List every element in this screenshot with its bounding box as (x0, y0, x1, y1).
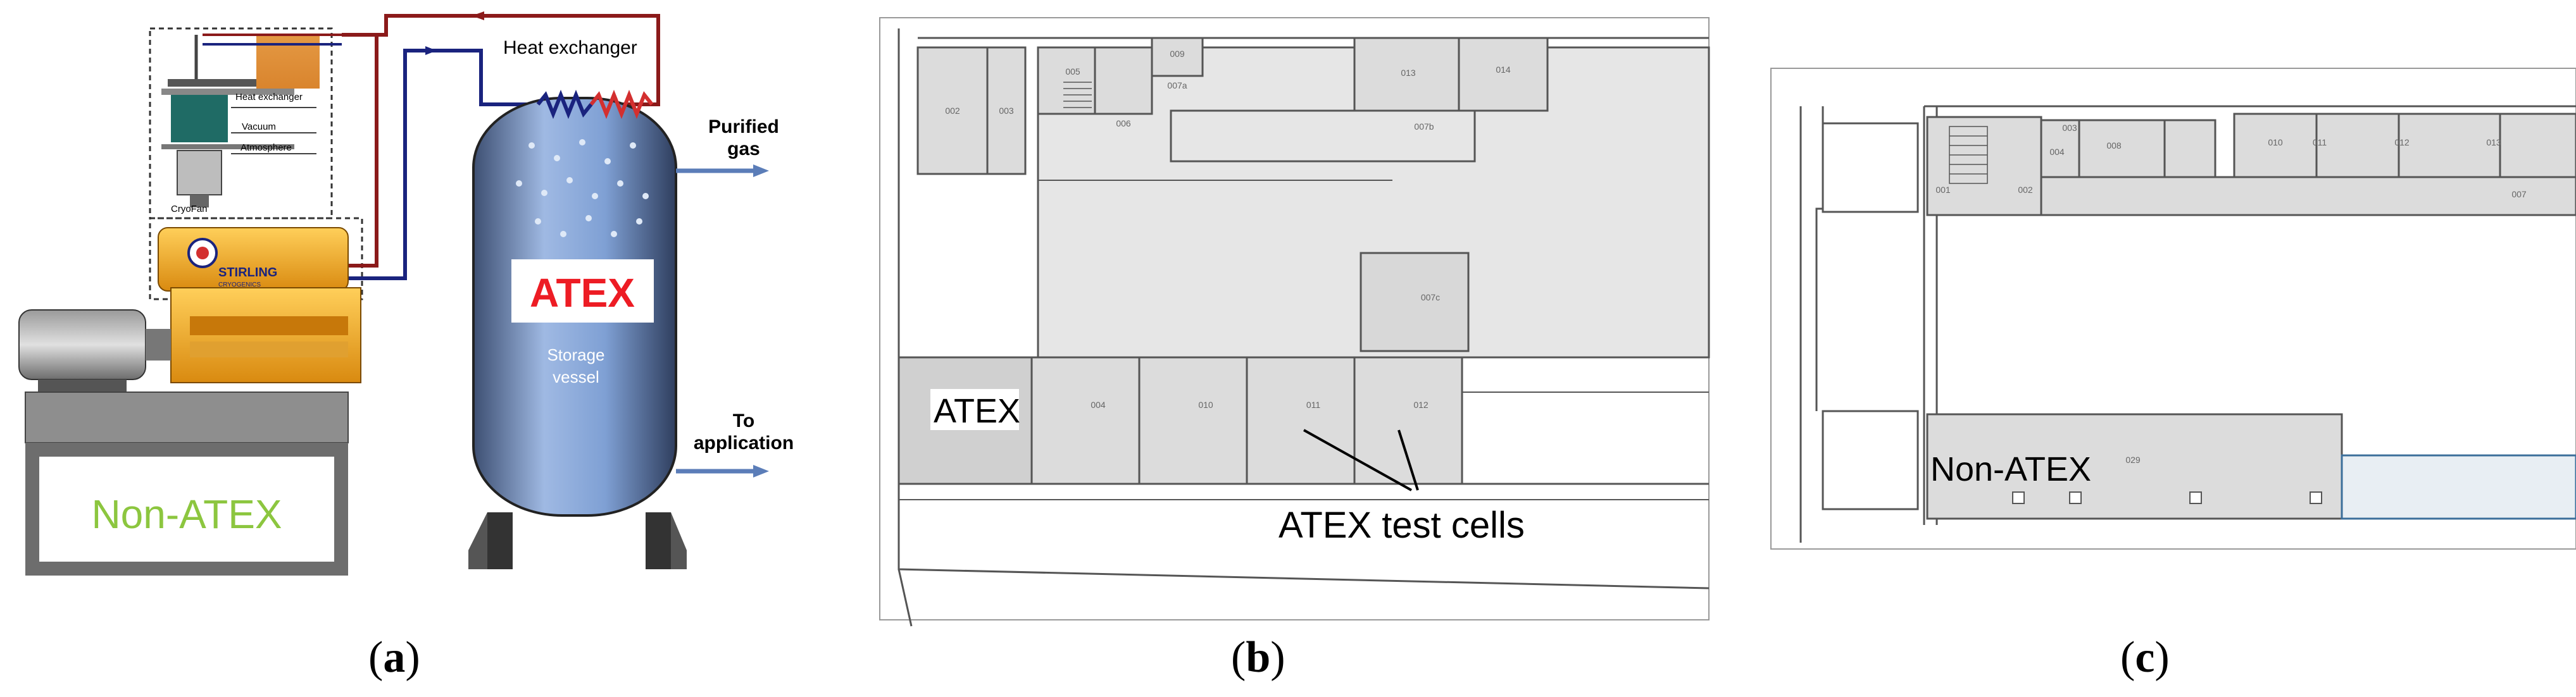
purified-gas-label-1: Purified (708, 116, 779, 137)
room-number: 014 (1496, 65, 1511, 75)
room-number: 007 (2511, 189, 2527, 199)
inset-heat-exchanger-label: Heat exchanger (235, 92, 303, 102)
top-rooms-c (1926, 113, 2576, 216)
room-number: 003 (999, 106, 1014, 116)
caption-letter-a: a (383, 633, 406, 682)
inset-atmosphere-label: Atmosphere (241, 142, 292, 153)
room-number: 001 (1935, 185, 1951, 195)
room-number: 011 (1306, 400, 1321, 410)
room-007c (1360, 252, 1470, 352)
room-numbers-b: 002 003 005 006 009 007a 013 014 007b 00… (945, 49, 1511, 410)
room-number: 009 (1170, 49, 1185, 59)
stairs-c (1949, 126, 1988, 184)
storage-vessel (468, 97, 687, 569)
room-number: 004 (1091, 400, 1106, 410)
room-numbers-c: 001 002 003 004 008 010 011 012 013 007 … (1935, 123, 2527, 465)
to-application-label-2: application (694, 433, 794, 453)
room-number: 003 (2062, 123, 2077, 133)
panel-b-floor-plan-atex: 002 003 005 006 009 007a 013 014 007b 00… (873, 0, 1715, 632)
room-number: 008 (2106, 140, 2122, 151)
panel-c-floor-plan-non-atex: 001 002 003 004 008 010 011 012 013 007 … (1760, 0, 2576, 632)
panel-a-svg: Heat exchanger Vacuum Atmosphere CryoFan… (18, 11, 794, 576)
room-number: 011 (2313, 137, 2327, 147)
pointer-line (1397, 429, 1419, 491)
to-application-label-1: To (733, 410, 754, 431)
building-outline-b (897, 28, 1710, 627)
room-number: 007a (1167, 80, 1187, 90)
caption-paren: ) (405, 633, 420, 682)
caption-b: (b) (1231, 632, 1285, 683)
room-number: 002 (945, 106, 960, 116)
caption-paren: ( (1231, 633, 1246, 682)
caption-letter-b: b (1246, 633, 1271, 682)
pipes (342, 11, 660, 280)
atex-label-a: ATEX (530, 270, 635, 316)
top-rooms-b (916, 37, 1549, 175)
heat-exchanger-top-label: Heat exchanger (503, 37, 637, 58)
inset-vacuum-label: Vacuum (242, 121, 276, 132)
adjacent-room-blue (2341, 454, 2576, 520)
stirling-machine (18, 227, 361, 443)
condensate-droplets (516, 139, 649, 237)
cryofan-inset-drawing (161, 34, 342, 207)
non-atex-label-c: Non-ATEX (1930, 450, 2091, 488)
panel-b-svg: 002 003 005 006 009 007a 013 014 007b 00… (879, 17, 1710, 627)
heat-exchanger-coil-hot (589, 89, 654, 120)
storage-vessel-label-1: Storage (547, 345, 604, 364)
caption-c: (c) (2120, 632, 2170, 683)
room-number: 002 (2018, 185, 2033, 195)
building-outline-c (1799, 105, 2576, 543)
panel-a-cryocooler-diagram: Heat exchanger Vacuum Atmosphere CryoFan… (0, 0, 848, 607)
storage-vessel-label-2: vessel (553, 367, 599, 386)
atex-label-box (511, 259, 654, 323)
non-atex-label-a: Non-ATEX (91, 491, 282, 537)
room-number: 029 (2125, 455, 2141, 465)
room-number: 012 (1413, 400, 1429, 410)
pillars-c (2012, 491, 2322, 504)
room-number: 013 (1401, 68, 1416, 78)
caption-paren: ( (2120, 633, 2135, 682)
room-number: 007b (1414, 121, 1434, 132)
room-number: 012 (2394, 137, 2410, 147)
room-029 (1926, 413, 2343, 520)
caption-paren: ( (368, 633, 384, 682)
atex-test-cells-label: ATEX test cells (1279, 505, 1525, 546)
pointer-line (1303, 429, 1412, 491)
room-number: 010 (1198, 400, 1213, 410)
room-number: 005 (1065, 66, 1080, 77)
caption-letter-c: c (2135, 633, 2155, 682)
atex-label-b: ATEX (934, 392, 1020, 430)
room-number: 006 (1116, 118, 1131, 128)
panel-c-svg: 001 002 003 004 008 010 011 012 013 007 … (1770, 68, 2576, 550)
stirling-logo-sub: CRYOGENICS (218, 281, 261, 288)
atex-label-b-bg (930, 389, 1019, 430)
non-atex-stand (25, 443, 348, 576)
stairs-b (1063, 82, 1092, 108)
room-number: 013 (2486, 137, 2501, 147)
room-number: 007c (1421, 292, 1440, 302)
room-number: 010 (2268, 137, 2283, 147)
room-number: 004 (2049, 147, 2065, 157)
heat-exchanger-coil-cold (536, 89, 593, 120)
inset-cryofan-label: CryoFan (171, 204, 208, 214)
stirling-logo-brand: STIRLING (218, 266, 277, 280)
caption-paren: ) (1270, 633, 1285, 682)
purified-gas-label-2: gas (727, 139, 760, 159)
caption-paren: ) (2154, 633, 2170, 682)
caption-a: (a) (368, 632, 420, 683)
